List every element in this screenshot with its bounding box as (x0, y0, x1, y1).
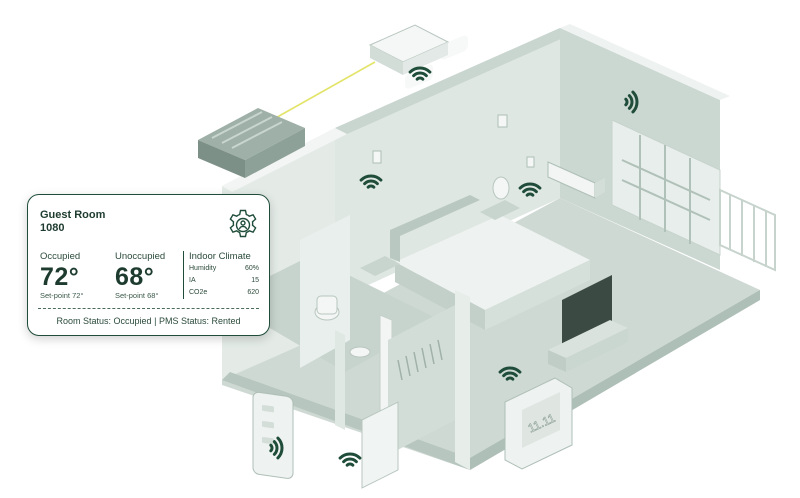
status-separator: | (154, 316, 157, 326)
climate-row: CO2e 620 (189, 287, 259, 298)
climate-row: IA 15 (189, 275, 259, 286)
column-divider (183, 251, 184, 299)
server-rack-icon (198, 108, 305, 178)
unoccupied-column: Unoccupied 68° Set-point 68° (115, 251, 165, 300)
guest-room-card[interactable]: Guest Room 1080 Occupied 72° Set-point 7… (27, 194, 270, 336)
occupied-temperature: 72° (40, 263, 80, 291)
climate-row: Humidity 60% (189, 263, 259, 274)
wifi-signal-icon (359, 174, 383, 189)
wifi-signal-icon (269, 436, 284, 460)
room-title: Guest Room (40, 209, 106, 221)
wifi-signal-icon (408, 66, 432, 81)
balcony (611, 119, 776, 272)
pms-status: PMS Status: Rented (158, 316, 241, 326)
wall-switch-icon (252, 391, 294, 479)
tv-unit (548, 275, 628, 372)
climate-row-label: CO2e (189, 289, 208, 296)
climate-row-value: 620 (247, 289, 259, 296)
gear-person-icon[interactable] (226, 208, 260, 242)
room-number: 1080 (40, 222, 65, 234)
wifi-signal-icon (624, 90, 639, 114)
unoccupied-setpoint: Set-point 68° (115, 291, 159, 300)
climate-row-value: 15 (251, 277, 259, 284)
wifi-signal-icon (338, 452, 362, 467)
climate-row-label: Humidity (189, 265, 217, 272)
occupied-label: Occupied (40, 251, 81, 262)
occupied-setpoint: Set-point 72° (40, 291, 84, 300)
room-status: Room Status: Occupied (56, 316, 152, 326)
climate-row-value: 60% (244, 265, 259, 272)
gateway-hub-icon (368, 24, 450, 75)
wall-switch-small (526, 156, 535, 168)
closet (361, 290, 470, 489)
indoor-climate-title: Indoor Climate (189, 251, 251, 262)
unoccupied-temperature: 68° (115, 263, 155, 291)
ac-unit (547, 161, 605, 199)
thermostat-display: 11.11 (526, 411, 558, 436)
wifi-signal-icon (518, 182, 542, 197)
dashed-divider (38, 308, 259, 309)
status-line: Room Status: Occupied | PMS Status: Rent… (28, 316, 269, 327)
network-link-line (271, 61, 376, 121)
wall-switch-small (497, 114, 508, 128)
indoor-climate-panel: Indoor Climate Humidity 60% IA 15 CO2e 6… (189, 251, 259, 298)
thermostat-icon: 11.11 (504, 377, 573, 470)
occupied-column: Occupied 72° Set-point 72° (40, 251, 83, 300)
unoccupied-label: Unoccupied (115, 251, 166, 262)
climate-row-label: IA (189, 277, 196, 284)
wifi-signal-icon (498, 366, 522, 381)
wall-switch-small (372, 150, 382, 164)
